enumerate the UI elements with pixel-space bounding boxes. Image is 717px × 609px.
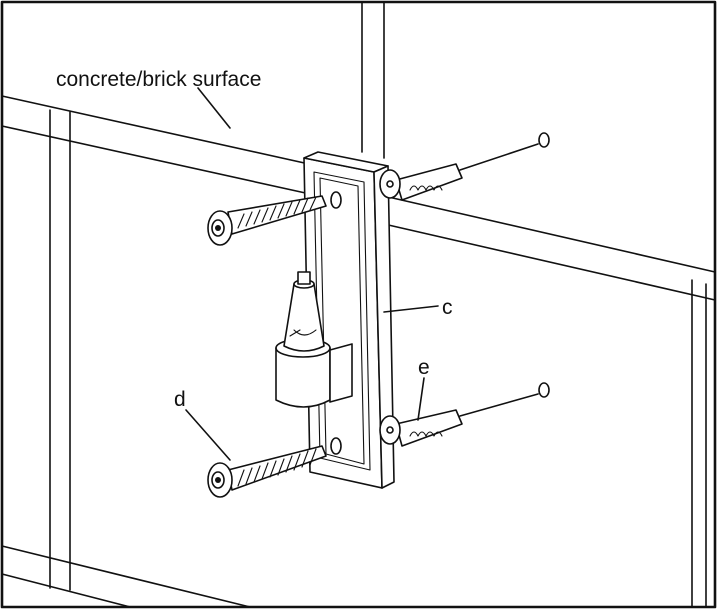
label-d: d (174, 388, 186, 411)
wall-plug-bottom (379, 382, 550, 447)
screw-bottom (207, 445, 327, 498)
wall-plug-top (379, 132, 550, 201)
label-e: e (418, 356, 430, 379)
hinge-pin (275, 271, 353, 408)
screw-top (207, 195, 327, 246)
hinge-plate (303, 151, 395, 489)
label-c: c (442, 296, 453, 319)
label-surface: concrete/brick surface (56, 68, 261, 91)
leader-lines (185, 87, 439, 461)
